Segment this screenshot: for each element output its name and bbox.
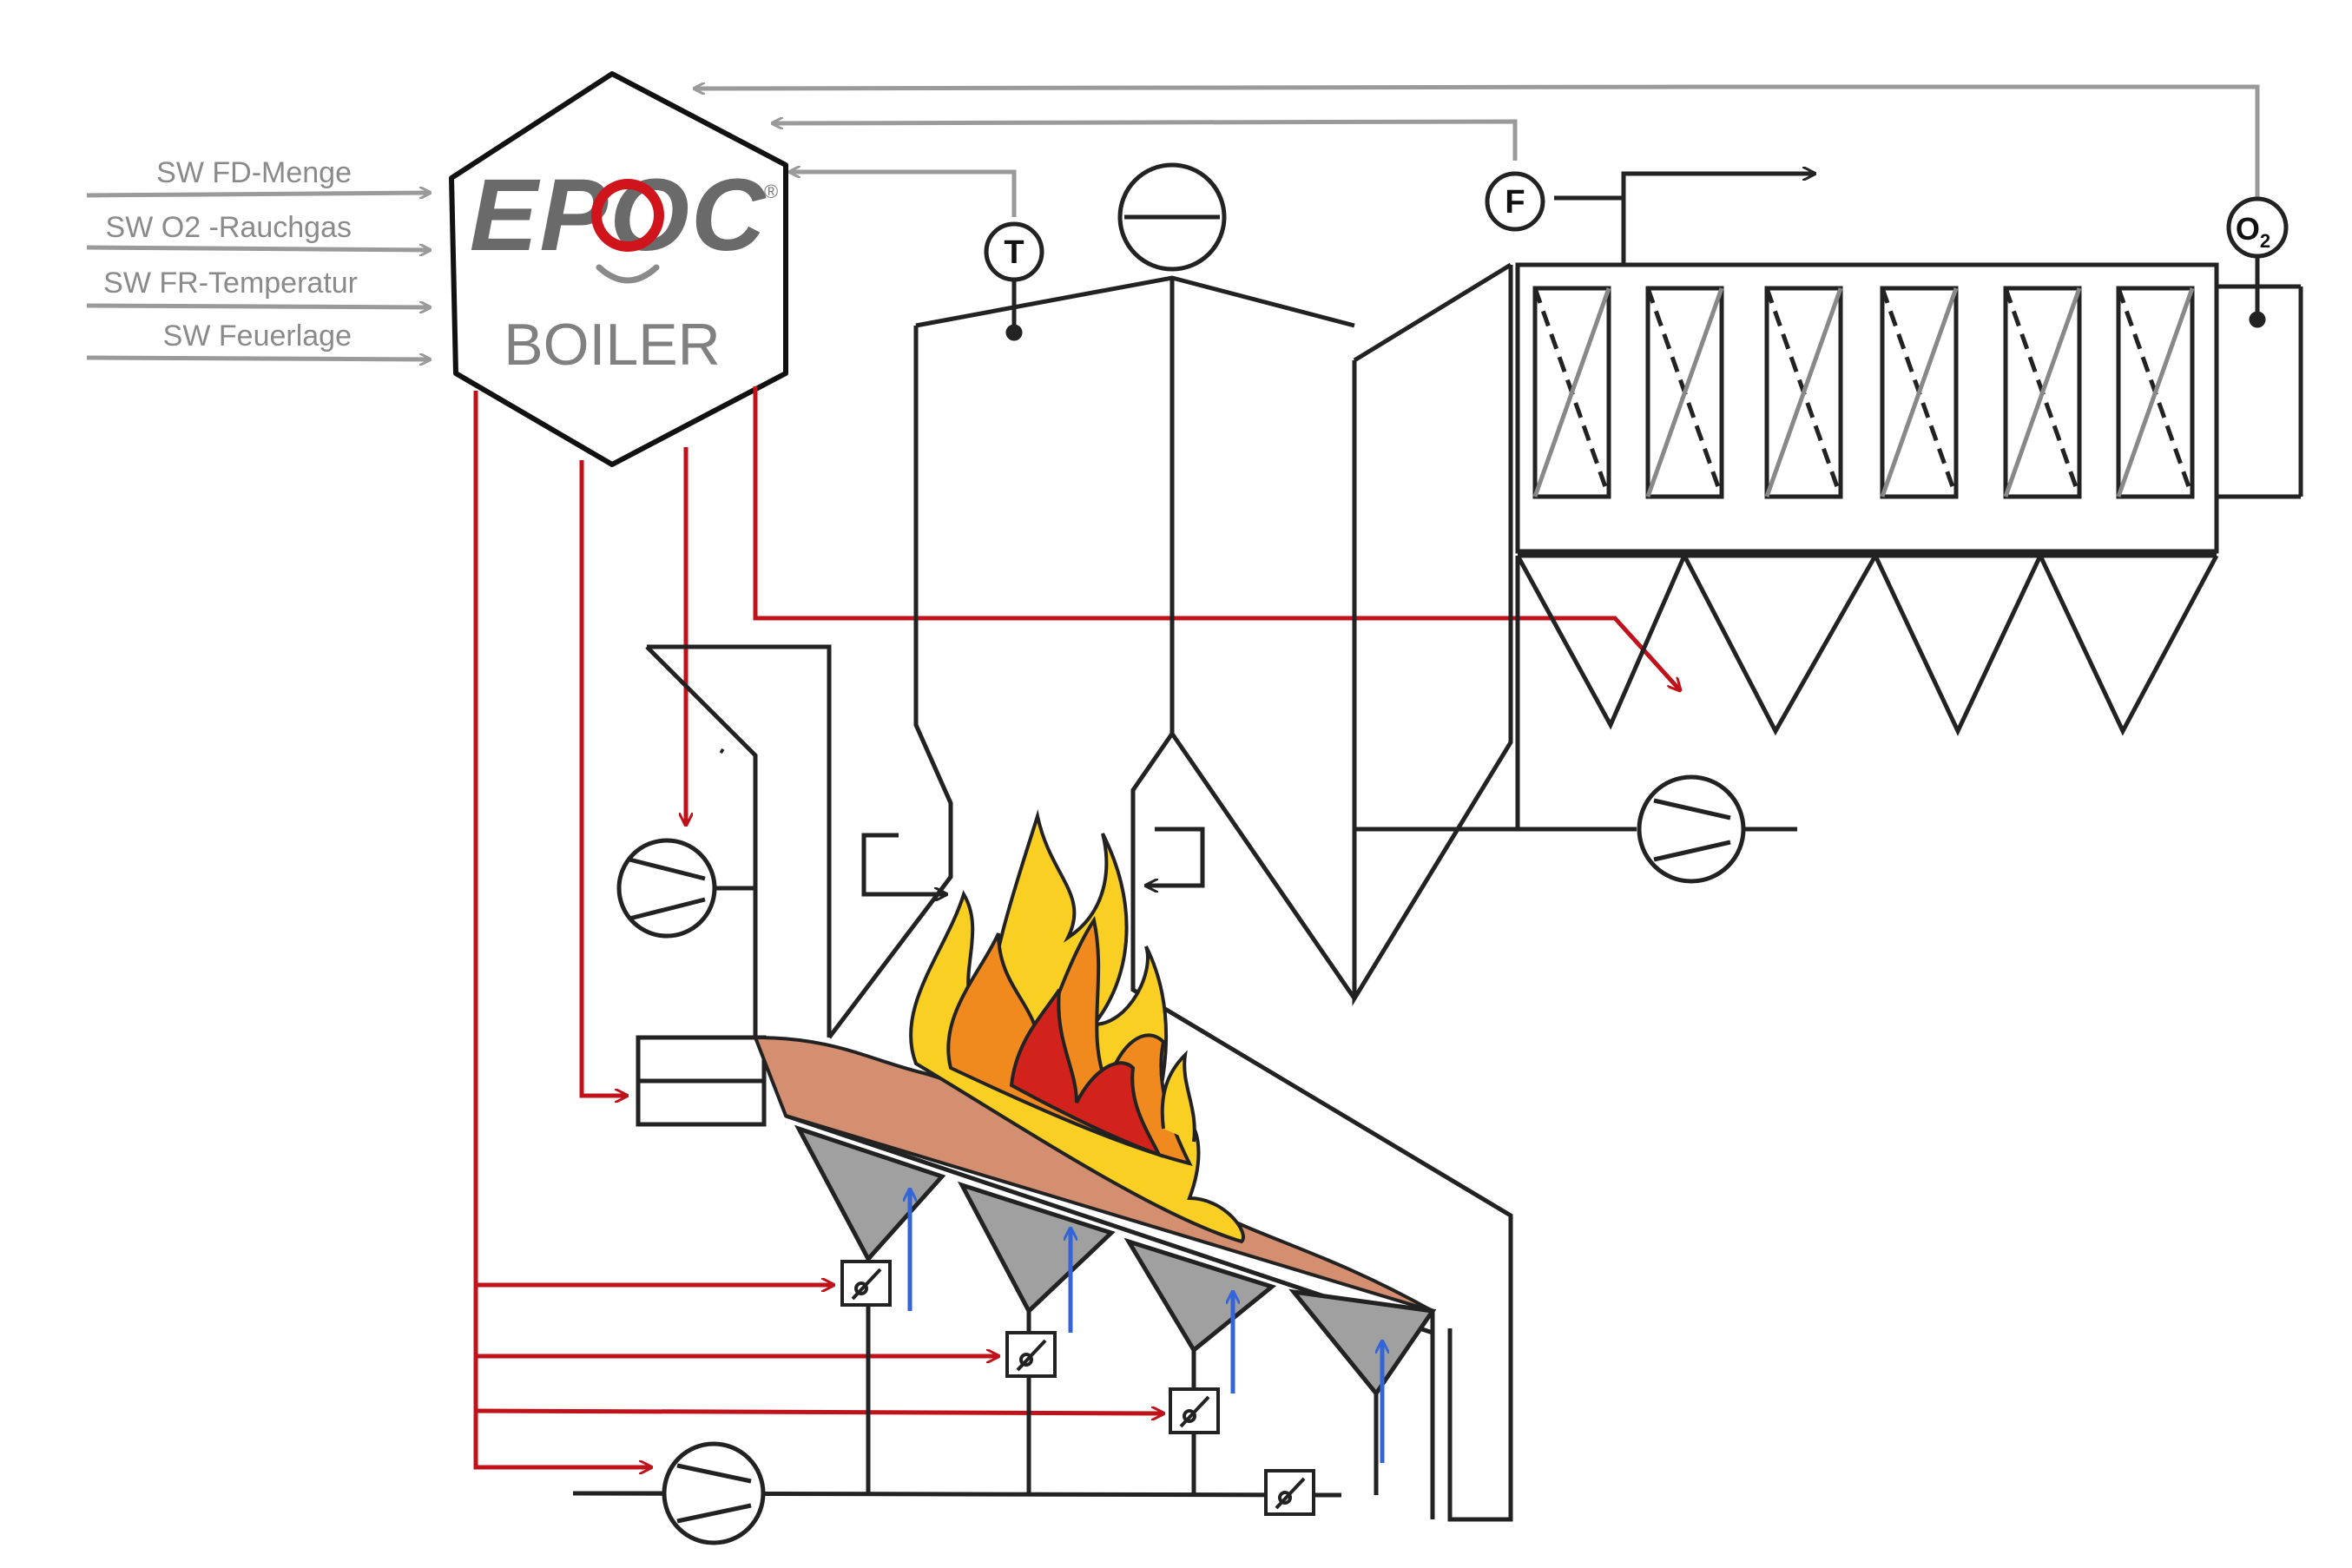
fuel-feeder-ram (636, 1035, 767, 1127)
induced-draft-fan (1637, 774, 1746, 884)
epoc-logo-wordmark: EPOC (470, 158, 767, 273)
epoc-logo-smile-icon (596, 264, 660, 284)
filter-element (1764, 286, 1843, 499)
temperature-sensor-label: T (1004, 234, 1024, 271)
epoc-controller: EPOC ® BOILER (449, 71, 788, 467)
fuel-bunker (645, 644, 832, 1038)
flow-sensor (1485, 171, 1545, 232)
filter-element (1532, 286, 1611, 499)
filter-element (1880, 286, 1959, 499)
primary-air-arrows (910, 1189, 1382, 1463)
control-signal-lines (473, 386, 1680, 1467)
filter-element (2003, 286, 2082, 499)
controller-label: BOILER (504, 312, 720, 378)
oxygen-sensor-label: O2 (2236, 211, 2270, 252)
grate-hopper-zone-3 (1123, 1237, 1277, 1354)
feedback-signal-lines (695, 87, 2260, 217)
flame-icon (909, 809, 1245, 1244)
setpoint-o2-rauchgas-label: SW O2 -Rauchgas (105, 211, 352, 244)
grate-hoppers (794, 1124, 1437, 1398)
setpoint-feuerlage-label: SW Feuerlage (162, 320, 352, 352)
setpoint-fd-menge-label: SW FD-Menge (156, 156, 352, 189)
oxygen-sensor (2226, 196, 2289, 328)
setpoint-arrows (86, 193, 430, 359)
setpoint-fr-temperatur-label: SW FR-Temperatur (103, 267, 358, 300)
damper-icon (1264, 1469, 1315, 1516)
feeder-fan (616, 838, 755, 939)
epoc-logo-registered-mark: ® (764, 181, 778, 202)
steam-drum (1117, 162, 1227, 272)
filter-element (1645, 286, 1724, 499)
zone-dampers (840, 1260, 1315, 1516)
damper-icon (840, 1260, 892, 1307)
grate-hopper-zone-4 (1288, 1288, 1437, 1398)
grate-hopper-zone-1 (794, 1124, 946, 1263)
filter-housing (1354, 174, 2303, 832)
fd-fan (573, 1441, 766, 1545)
epoc-logo-o-ring (591, 179, 664, 252)
damper-icon (1169, 1387, 1220, 1434)
temperature-sensor (984, 221, 1044, 341)
flow-sensor-label: F (1505, 184, 1525, 221)
filter-element (2116, 286, 2195, 499)
damper-icon (1005, 1331, 1057, 1378)
secondary-air-nozzles (861, 827, 1205, 894)
filter-elements (1532, 286, 2195, 499)
